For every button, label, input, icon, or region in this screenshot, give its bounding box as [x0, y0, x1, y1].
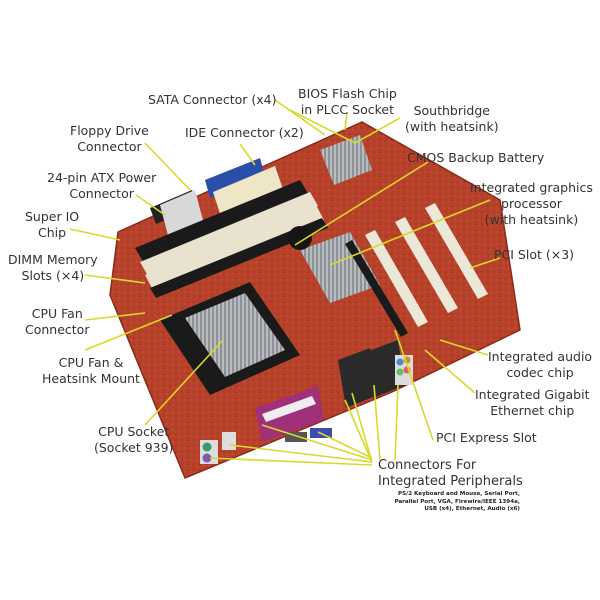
label-text: Connector: [25, 322, 90, 337]
label-text: BIOS Flash Chip: [298, 86, 397, 101]
label-text: PCI Slot (×3): [494, 247, 575, 262]
label-text: Slots (×4): [21, 268, 85, 283]
label-text: CPU Socket: [98, 424, 170, 439]
label-text: processor: [501, 196, 562, 211]
label-text: (with heatsink): [405, 119, 499, 134]
label-text: Ethernet chip: [490, 403, 575, 418]
label-text: IDE Connector (x2): [185, 125, 304, 140]
label-text: Connector: [77, 139, 142, 154]
label-ide-connector: IDE Connector (x2): [185, 125, 304, 141]
label-cpu-socket: CPU Socket(Socket 939): [94, 424, 173, 456]
note-line: Parallel Port, VGA, Firewire/IEEE 1394a,: [394, 498, 520, 505]
label-text: CPU Fan &: [58, 355, 124, 370]
label-text: (with heatsink): [484, 212, 579, 227]
label-text: Integrated Gigabit: [475, 387, 590, 402]
label-text: Connectors For: [378, 458, 477, 473]
label-text: Integrated Peripherals: [378, 474, 523, 489]
peripherals-note: PS/2 Keyboard and Mouse, Serial Port,Par…: [388, 491, 520, 514]
label-southbridge: Southbridge(with heatsink): [405, 103, 499, 135]
note-line: PS/2 Keyboard and Mouse, Serial Port,: [398, 491, 520, 497]
label-text: in PLCC Socket: [300, 102, 394, 117]
label-text: Super IO: [25, 209, 80, 224]
label-text: SATA Connector (x4): [148, 92, 277, 107]
label-sata-connector: SATA Connector (x4): [148, 92, 277, 108]
label-cmos-battery: CMOS Backup Battery: [407, 150, 544, 166]
label-text: Heatsink Mount: [42, 371, 140, 386]
label-text: Floppy Drive: [70, 123, 149, 138]
label-text: codec chip: [506, 365, 574, 380]
note-line: USB (x4), Ethernet, Audio (x6): [424, 506, 520, 512]
label-cpu-fan-heatsink-mount: CPU Fan &Heatsink Mount: [42, 355, 140, 387]
label-pci-express-slot: PCI Express Slot: [436, 430, 537, 446]
label-text: CMOS Backup Battery: [407, 150, 545, 165]
label-text: Integrated graphics: [470, 180, 593, 195]
label-text: Connector: [69, 186, 134, 201]
label-text: Chip: [38, 225, 67, 240]
label-text: Integrated audio: [488, 349, 593, 364]
label-text: DIMM Memory: [8, 252, 98, 267]
label-text: (Socket 939): [94, 440, 174, 455]
label-text: PCI Express Slot: [436, 430, 537, 445]
label-text: CPU Fan: [31, 306, 83, 321]
label-text: Southbridge: [413, 103, 490, 118]
label-text: 24-pin ATX Power: [47, 170, 157, 185]
label-pci-slot: PCI Slot (×3): [494, 247, 574, 263]
